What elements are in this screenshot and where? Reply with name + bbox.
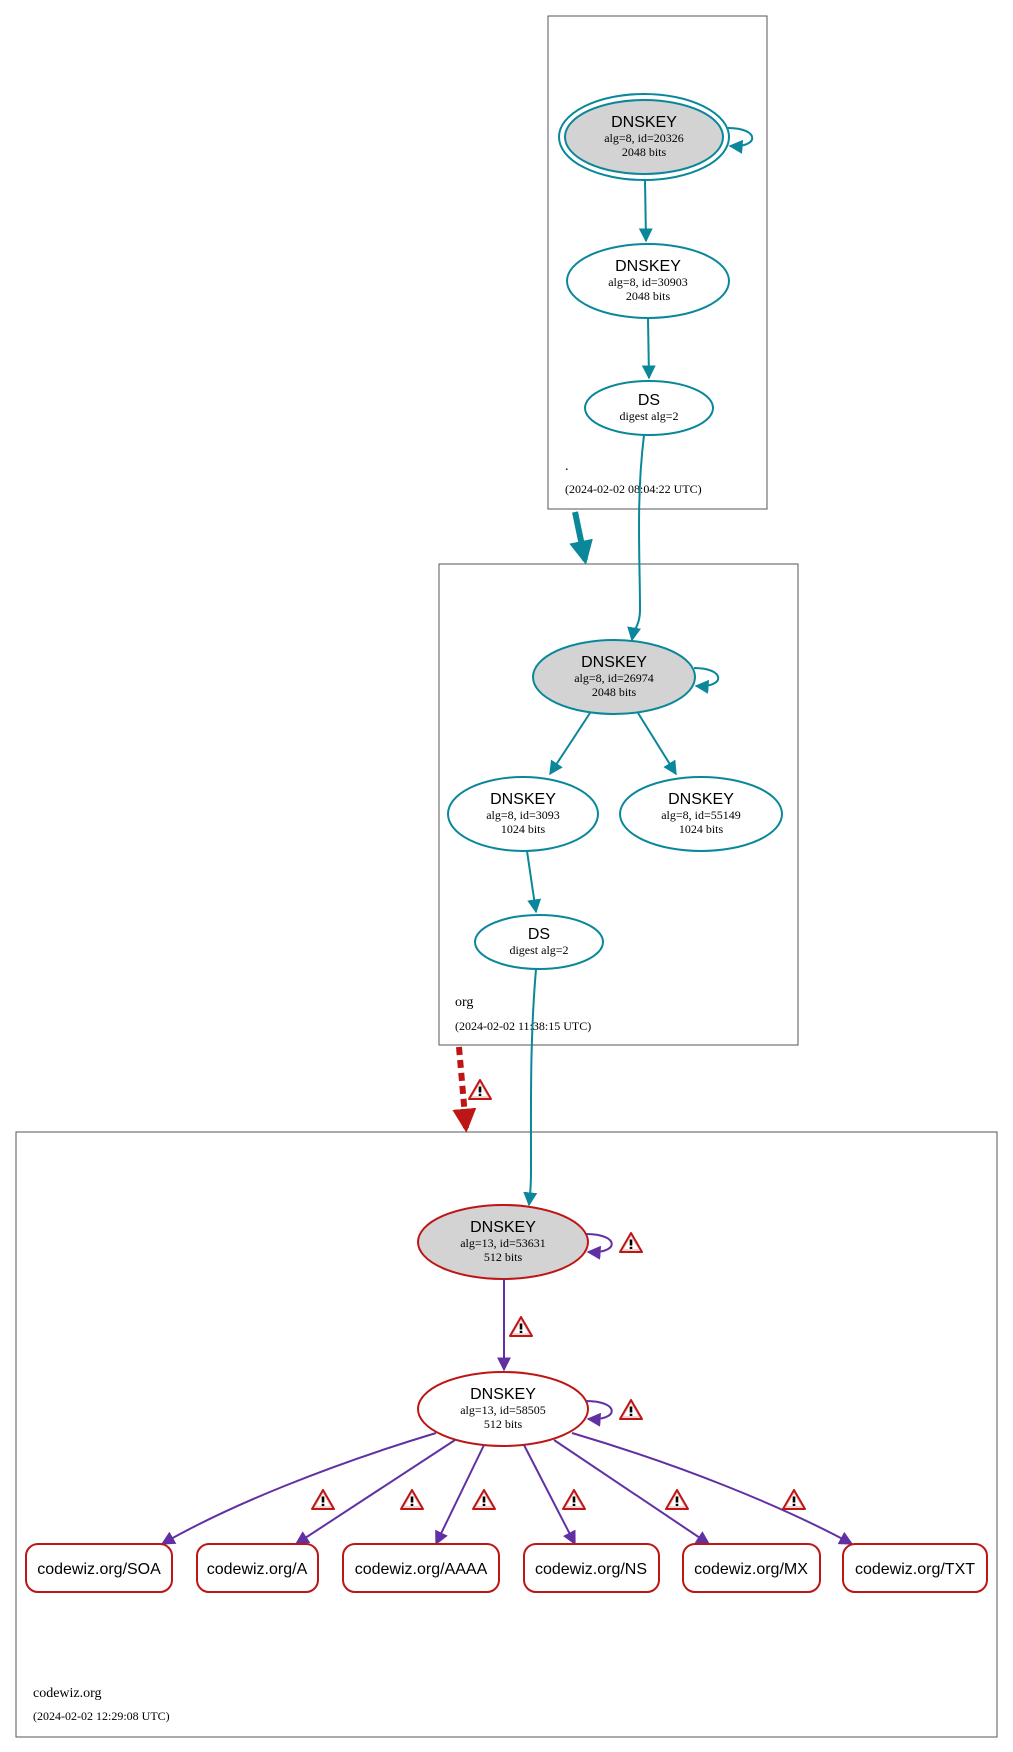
root-dnskey-zsk: DNSKEY alg=8, id=30903 2048 bits: [566, 243, 730, 319]
codewiz-dnskey-ksk: DNSKEY alg=13, id=53631 512 bits: [417, 1204, 589, 1280]
org-dnskey-zsk-3093: DNSKEY alg=8, id=3093 1024 bits: [447, 776, 599, 852]
org-dnskey-zsk-55149: DNSKEY alg=8, id=55149 1024 bits: [619, 776, 783, 852]
root-dnskey-ksk: DNSKEY alg=8, id=20326 2048 bits: [558, 93, 730, 181]
zone-root-timestamp: (2024-02-02 08:04:22 UTC): [565, 482, 702, 496]
edge-zsk-a: [294, 1439, 456, 1545]
svg-text:DNSKEY: DNSKEY: [470, 1219, 536, 1236]
svg-text:512 bits: 512 bits: [484, 1250, 523, 1264]
zone-org-name: org: [455, 995, 473, 1010]
svg-text:DNSKEY: DNSKEY: [668, 791, 734, 808]
codewiz-dnskey-zsk: DNSKEY alg=13, id=58505 512 bits: [417, 1371, 589, 1447]
warning-icon: [509, 1316, 533, 1337]
svg-text:alg=8, id=3093: alg=8, id=3093: [486, 808, 560, 822]
warning-icon: [311, 1489, 335, 1510]
org-ds: DS digest alg=2: [474, 914, 604, 970]
svg-text:codewiz.org/MX: codewiz.org/MX: [694, 1561, 808, 1578]
svg-text:alg=8, id=20326: alg=8, id=20326: [604, 131, 684, 145]
self-sign-root-ksk: [727, 127, 754, 154]
svg-text:DNSKEY: DNSKEY: [581, 654, 647, 671]
warning-icon: [665, 1489, 689, 1510]
svg-text:codewiz.org/TXT: codewiz.org/TXT: [855, 1561, 975, 1578]
svg-text:DNSKEY: DNSKEY: [470, 1386, 536, 1403]
svg-text:DS: DS: [528, 926, 550, 943]
svg-text:codewiz.org/NS: codewiz.org/NS: [535, 1561, 647, 1578]
root-ds: DS digest alg=2: [584, 380, 714, 436]
svg-text:alg=8, id=26974: alg=8, id=26974: [574, 671, 654, 685]
zone-root-box: [547, 15, 768, 510]
edge-zsk-txt: [571, 1432, 854, 1545]
self-sign-codewiz-ksk: [585, 1233, 613, 1260]
svg-text:digest alg=2: digest alg=2: [619, 409, 678, 423]
warning-icon: [468, 1079, 492, 1100]
svg-text:alg=13, id=58505: alg=13, id=58505: [460, 1403, 546, 1417]
edge-zsk-aaaa: [435, 1444, 485, 1546]
edge-zsk-ns: [523, 1444, 576, 1546]
rrset-a[interactable]: codewiz.org/A: [196, 1543, 319, 1593]
svg-text:1024 bits: 1024 bits: [501, 822, 546, 836]
zone-codewiz-name: codewiz.org: [33, 1686, 102, 1701]
edge-root-ds-org-ksk: [627, 434, 645, 642]
warning-icon: [619, 1232, 643, 1253]
rrset-aaaa[interactable]: codewiz.org/AAAA: [342, 1543, 500, 1593]
svg-text:1024 bits: 1024 bits: [679, 822, 724, 836]
rrset-txt[interactable]: codewiz.org/TXT: [842, 1543, 988, 1593]
delegation-org-to-codewiz: [452, 1046, 477, 1133]
edge-org-ksk-zsk2: [637, 712, 677, 776]
svg-text:DNSKEY: DNSKEY: [490, 791, 556, 808]
edge-org-ds-codewiz-ksk: [523, 968, 538, 1207]
svg-text:2048 bits: 2048 bits: [592, 685, 637, 699]
svg-text:2048 bits: 2048 bits: [626, 289, 671, 303]
warning-icon: [562, 1489, 586, 1510]
zone-codewiz-box: [15, 1131, 998, 1738]
svg-text:DS: DS: [638, 392, 660, 409]
edge-zsk-soa: [160, 1432, 437, 1545]
edge-org-zsk-ds: [526, 850, 542, 914]
svg-text:alg=8, id=30903: alg=8, id=30903: [608, 275, 688, 289]
rrset-mx[interactable]: codewiz.org/MX: [682, 1543, 821, 1593]
svg-text:alg=8, id=55149: alg=8, id=55149: [661, 808, 741, 822]
rrset-ns[interactable]: codewiz.org/NS: [523, 1543, 660, 1593]
svg-text:codewiz.org/AAAA: codewiz.org/AAAA: [355, 1561, 488, 1578]
self-sign-org-ksk: [693, 667, 720, 694]
svg-text:digest alg=2: digest alg=2: [509, 943, 568, 957]
warning-icon: [400, 1489, 424, 1510]
svg-text:DNSKEY: DNSKEY: [611, 114, 677, 131]
svg-text:codewiz.org/A: codewiz.org/A: [207, 1561, 308, 1578]
zone-codewiz-timestamp: (2024-02-02 12:29:08 UTC): [33, 1709, 170, 1723]
zone-org-box: [438, 563, 799, 1046]
org-dnskey-ksk: DNSKEY alg=8, id=26974 2048 bits: [532, 639, 696, 715]
svg-text:DNSKEY: DNSKEY: [615, 258, 681, 275]
zone-org-timestamp: (2024-02-02 11:38:15 UTC): [455, 1019, 591, 1033]
svg-text:512 bits: 512 bits: [484, 1417, 523, 1431]
rrset-soa[interactable]: codewiz.org/SOA: [25, 1543, 173, 1593]
warning-icon: [782, 1489, 806, 1510]
self-sign-codewiz-zsk: [585, 1400, 613, 1427]
edge-root-ksk-zsk: [638, 179, 653, 243]
svg-text:alg=13, id=53631: alg=13, id=53631: [460, 1236, 546, 1250]
edge-zsk-mx: [553, 1439, 711, 1545]
warning-icon: [472, 1489, 496, 1510]
zone-root-name: .: [565, 459, 569, 474]
edge-org-ksk-zsk1: [549, 712, 591, 776]
delegation-root-to-org: [569, 511, 593, 565]
svg-text:2048 bits: 2048 bits: [622, 145, 667, 159]
edge-root-zsk-ds: [641, 317, 656, 380]
svg-text:codewiz.org/SOA: codewiz.org/SOA: [37, 1561, 161, 1578]
warning-icon: [619, 1399, 643, 1420]
